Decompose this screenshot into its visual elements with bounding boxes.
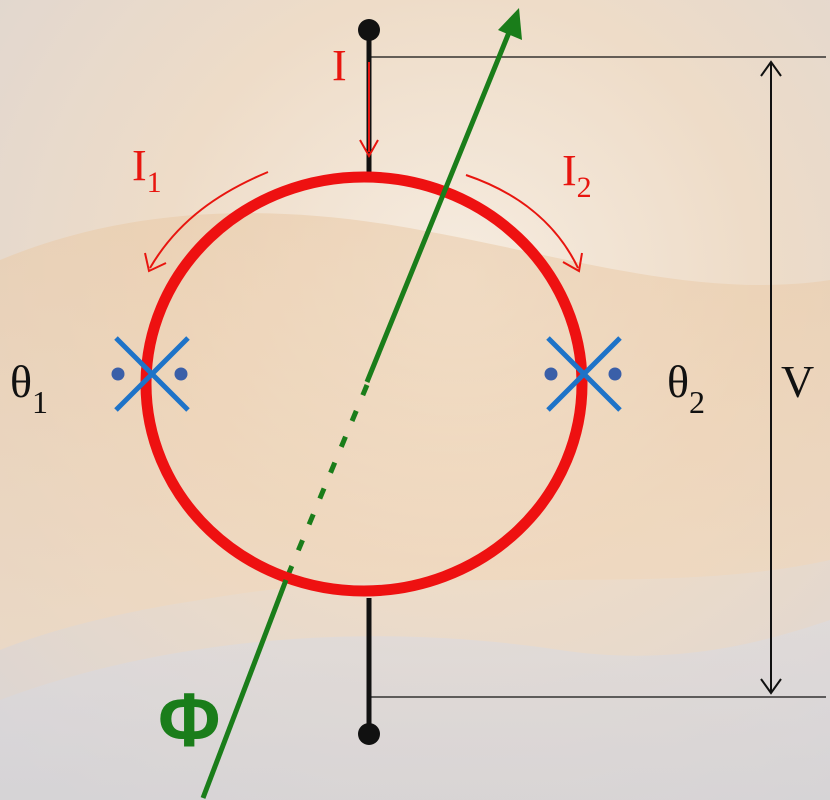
flux-line-lower <box>200 579 289 799</box>
current-arrow-left-branch <box>149 171 269 269</box>
flux-line-upper <box>364 29 513 383</box>
background-dune-lower <box>0 620 830 800</box>
current-left-label: I1 <box>132 141 162 199</box>
phase-left-label: θ1 <box>10 356 48 420</box>
superconducting-ring <box>140 171 588 597</box>
phase-right-label: θ2 <box>667 356 705 420</box>
top-terminal <box>358 19 380 41</box>
background-dune <box>0 213 830 650</box>
flux-label: Φ <box>158 678 220 763</box>
voltage-arrowhead-bottom <box>760 678 782 695</box>
current-arrowhead-left <box>144 252 167 273</box>
current-arrowhead <box>359 139 379 159</box>
flux-arrowhead <box>498 8 522 40</box>
voltage-label: V <box>781 356 814 407</box>
current-arrowhead-right <box>562 252 583 273</box>
josephson-junction-right <box>544 336 622 412</box>
current-arrow-right-branch <box>465 174 579 269</box>
current-total-label: I <box>332 41 347 90</box>
current-right-label: I2 <box>562 146 592 204</box>
voltage-arrowhead-top <box>760 60 782 77</box>
bottom-terminal <box>358 723 380 745</box>
josephson-junction-left <box>111 336 190 412</box>
flux-line-dotted <box>283 384 370 581</box>
